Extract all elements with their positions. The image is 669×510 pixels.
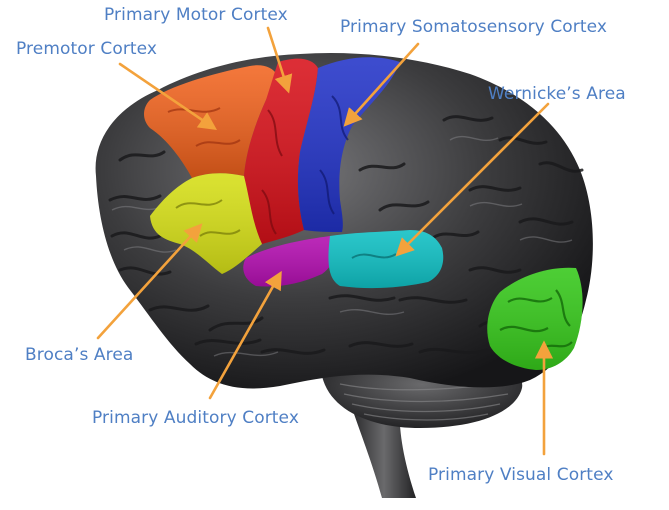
arrow-primary-somatosensory-cortex — [343, 42, 420, 127]
arrow-wernickes-area — [395, 102, 550, 257]
arrow-premotor-cortex — [118, 62, 218, 131]
gyri-texture — [108, 115, 584, 355]
label-primary-motor-cortex: Primary Motor Cortex — [104, 5, 288, 25]
label-premotor-cortex: Premotor Cortex — [16, 39, 158, 59]
label-wernickes-area: Wernicke’s Area — [488, 84, 626, 104]
label-primary-visual-cortex: Primary Visual Cortex — [428, 465, 614, 485]
gyri-highlights — [111, 135, 573, 357]
label-primary-somatosensory-cortex: Primary Somatosensory Cortex — [340, 17, 608, 37]
arrow-primary-auditory-cortex — [208, 270, 282, 400]
label-brocas-area: Broca’s Area — [25, 345, 134, 365]
brain-stem — [352, 404, 416, 498]
arrow-brocas-area — [96, 223, 203, 340]
leader-arrows — [96, 26, 554, 456]
arrow-primary-motor-cortex — [266, 26, 293, 94]
label-primary-auditory-cortex: Primary Auditory Cortex — [92, 408, 299, 428]
